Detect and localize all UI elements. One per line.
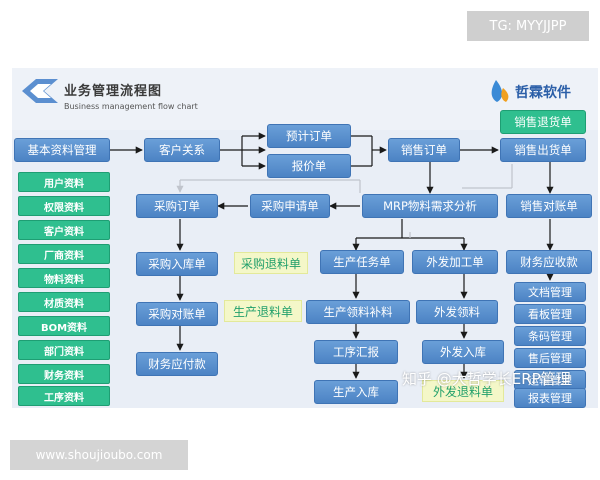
brand-name: 哲霖软件 (515, 85, 571, 101)
node-outsource-receipt: 外发入库 (422, 340, 504, 364)
node-purchase-receipt: 采购入库单 (136, 252, 218, 276)
module-process: 工序资料 (18, 386, 110, 406)
module-barcode: 条码管理 (514, 326, 586, 346)
module-material-quality: 材质资料 (18, 292, 110, 312)
brand-logo-icon (491, 80, 509, 102)
diagram-subtitle: Business management flow chart (64, 102, 198, 111)
url-badge: www.shoujioubo.com (10, 440, 188, 470)
diagram-title: 业务管理流程图 (64, 84, 163, 99)
node-production-receipt: 生产入库 (314, 380, 398, 404)
node-production-issue: 生产领料补料 (306, 300, 410, 324)
module-reports: 报表管理 (514, 388, 586, 408)
flow-diagram: 业务管理流程图 Business management flow chart 哲… (12, 68, 598, 408)
node-sales-shipment: 销售出货单 (500, 138, 586, 162)
zhihu-watermark: 知乎 @大哲学长ERP管理 (402, 370, 571, 388)
module-permission: 权限资料 (18, 196, 110, 216)
node-outsource-issue: 外发领料 (416, 300, 498, 324)
module-material: 物料资料 (18, 268, 110, 288)
node-purchase-order: 采购订单 (136, 194, 218, 218)
node-mrp-analysis: MRP物料需求分析 (362, 194, 498, 218)
tg-badge: TG: MYYJJPP (467, 11, 589, 41)
node-sales-order: 销售订单 (388, 138, 460, 162)
module-bom: BOM资料 (18, 316, 110, 336)
node-customer-relation: 客户关系 (144, 138, 220, 162)
node-outsource-return: 外发退料单 (422, 380, 504, 402)
node-work-report: 工序汇报 (314, 340, 398, 364)
module-customer: 客户资料 (18, 220, 110, 240)
node-forecast-order: 预计订单 (267, 124, 351, 148)
node-production-task: 生产任务单 (320, 250, 404, 274)
node-purchase-reconciliation: 采购对账单 (136, 302, 218, 326)
module-kanban: 看板管理 (514, 304, 586, 324)
node-sales-return: 销售退货单 (500, 110, 586, 134)
node-base-data: 基本资料管理 (14, 138, 110, 162)
node-sales-reconciliation: 销售对账单 (506, 194, 592, 218)
node-purchase-return: 采购退料单 (234, 252, 308, 274)
node-outsourcing: 外发加工单 (412, 250, 498, 274)
module-department: 部门资料 (18, 340, 110, 360)
node-production-return: 生产退料单 (224, 300, 302, 322)
module-vendor: 厂商资料 (18, 244, 110, 264)
node-accounts-payable: 财务应付款 (136, 352, 218, 376)
node-purchase-request: 采购申请单 (250, 194, 330, 218)
module-after-sales: 售后管理 (514, 348, 586, 368)
node-quotation: 报价单 (267, 154, 351, 178)
node-accounts-receivable: 财务应收款 (506, 250, 592, 274)
module-user: 用户资料 (18, 172, 110, 192)
module-finance: 财务资料 (18, 364, 110, 384)
logo-icon (22, 79, 58, 103)
module-document: 文档管理 (514, 282, 586, 302)
connector-lines (110, 132, 554, 379)
